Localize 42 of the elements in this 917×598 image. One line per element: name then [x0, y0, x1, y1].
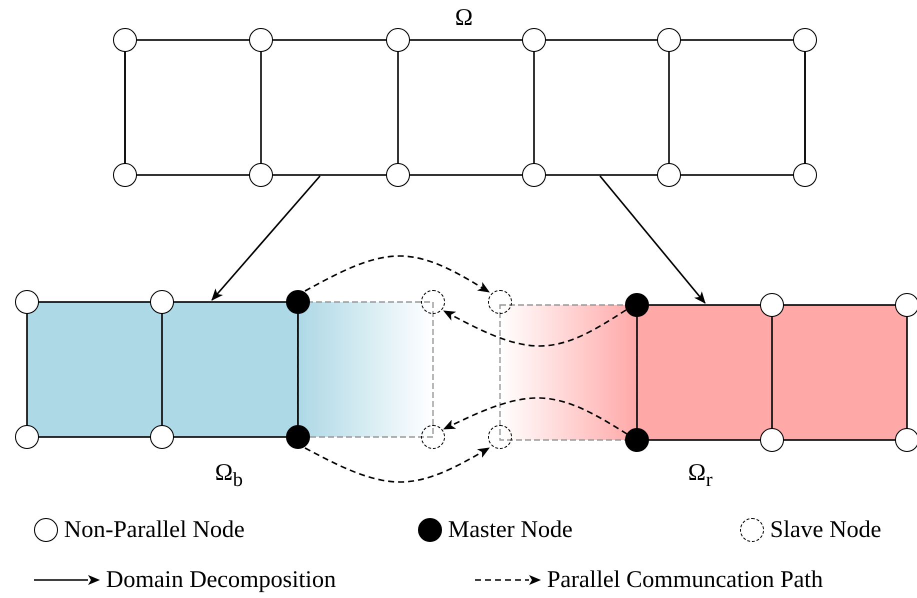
mesh-node-circle: [113, 28, 137, 52]
dashed-arrow: [443, 397, 628, 435]
legend-label: Parallel Communcation Path: [547, 568, 823, 592]
master-node-circle: [286, 425, 310, 449]
domain-label: Ω$_{b}$: [215, 461, 243, 490]
mesh-node-circle: [386, 28, 410, 52]
master-node-circle: [286, 290, 310, 314]
mesh-node-circle: [793, 28, 817, 52]
mesh-node-circle: [113, 163, 137, 187]
slave-node-circle: [488, 290, 512, 314]
mesh-node-circle: [150, 290, 174, 314]
arrow: [599, 175, 706, 304]
slave-node-circle: [421, 425, 445, 449]
mesh-node-circle: [150, 425, 174, 449]
mesh-node-circle: [386, 163, 410, 187]
mesh-node-circle: [895, 293, 917, 317]
mesh-node-circle: [249, 28, 273, 52]
legend-label: Domain Decomposition: [106, 568, 336, 592]
mesh-node-circle: [657, 163, 681, 187]
arrow: [211, 175, 321, 301]
mesh-node-circle: [15, 290, 39, 314]
legend-label: Slave Node: [770, 518, 882, 542]
domain-label: Ω: [455, 6, 473, 30]
legend-label: Master Node: [448, 518, 573, 542]
legend-label: Non-Parallel Node: [64, 518, 245, 542]
slave-node-circle: [421, 290, 445, 314]
mesh-node-circle: [15, 425, 39, 449]
slave-node-circle: [488, 425, 512, 449]
mesh-node-circle: [657, 28, 681, 52]
domain-label: Ω$_{r}$: [688, 461, 713, 490]
mesh-node-circle: [793, 163, 817, 187]
mesh-node-circle: [522, 163, 546, 187]
master-node-circle: [625, 428, 649, 452]
dashed-arrow: [304, 255, 490, 293]
mesh-node-circle: [895, 428, 917, 452]
mesh-node-circle: [249, 163, 273, 187]
mesh-node-circle: [760, 293, 784, 317]
mesh-node-circle: [522, 28, 546, 52]
master-node-circle: [625, 293, 649, 317]
mesh-node-circle: [760, 428, 784, 452]
dashed-arrow: [443, 309, 626, 347]
dashed-arrow: [304, 447, 490, 483]
